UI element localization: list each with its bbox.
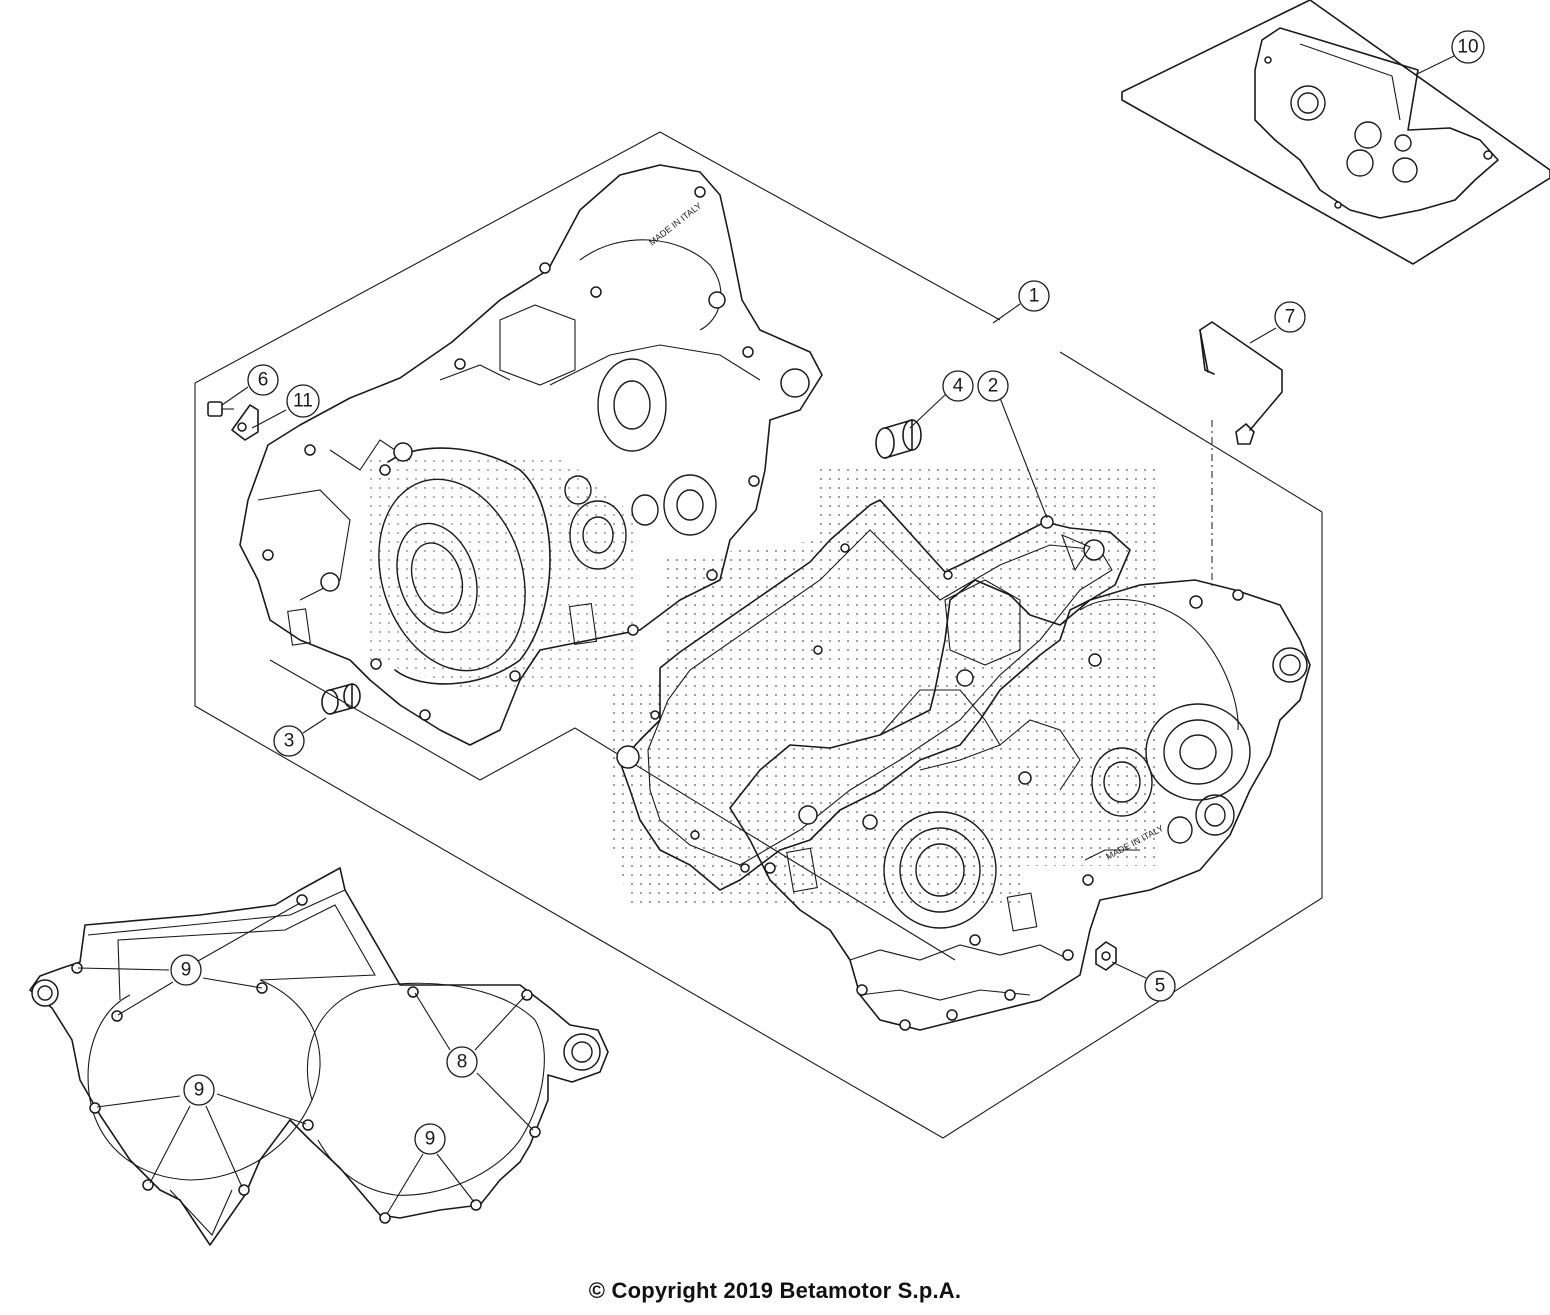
callout-5-label: 5 (1155, 976, 1166, 997)
callout-3-label: 3 (284, 731, 295, 752)
callout-1-label: 1 (1029, 286, 1040, 307)
callout-6-label: 6 (258, 370, 269, 391)
callout-6: 6 (247, 364, 279, 396)
callout-2: 2 (977, 370, 1009, 402)
callout-8-label: 8 (457, 1052, 468, 1073)
callout-9-lower-right-label: 9 (425, 1129, 436, 1150)
part-4-bushing (875, 419, 922, 459)
callout-7-label: 7 (1285, 307, 1296, 328)
part-6-screw (207, 401, 234, 417)
copyright-notice: © Copyright 2019 Betamotor S.p.A. (588, 1278, 962, 1303)
callout-9-upper: 9 (170, 954, 202, 986)
part-11-washer (231, 404, 259, 441)
callout-9-lower-left-label: 9 (194, 1080, 205, 1101)
callout-11: 11 (286, 384, 320, 418)
base-gasket (29, 867, 609, 1246)
callout-4: 4 (942, 370, 974, 402)
callout-10: 10 (1451, 30, 1485, 64)
callout-4-label: 4 (953, 376, 964, 397)
callout-5: 5 (1144, 970, 1176, 1002)
part-3-bushing (321, 683, 361, 715)
callout-1: 1 (1018, 280, 1050, 312)
leader-lines (77, 55, 1455, 1215)
gasket-kit-outline (1254, 27, 1499, 219)
callout-9-lower-left: 9 (183, 1074, 215, 1106)
callout-2-label: 2 (988, 376, 999, 397)
callout-8: 8 (446, 1046, 478, 1078)
part-5-nut (1095, 941, 1117, 971)
part-7-wire-clip (1199, 321, 1283, 590)
callout-9-upper-label: 9 (181, 960, 192, 981)
made-in-italy-stamp-left: MADE IN ITALY (647, 200, 703, 247)
callout-11-label: 11 (293, 391, 313, 412)
callout-3: 3 (273, 725, 305, 757)
callout-9-lower-right: 9 (414, 1123, 446, 1155)
center-crankcase-gasket (616, 499, 1131, 891)
assembly-frame (194, 131, 1323, 1139)
callout-10-label: 10 (1457, 37, 1478, 58)
callout-7: 7 (1274, 301, 1306, 333)
gasket-kit-sheet (1121, 0, 1550, 265)
